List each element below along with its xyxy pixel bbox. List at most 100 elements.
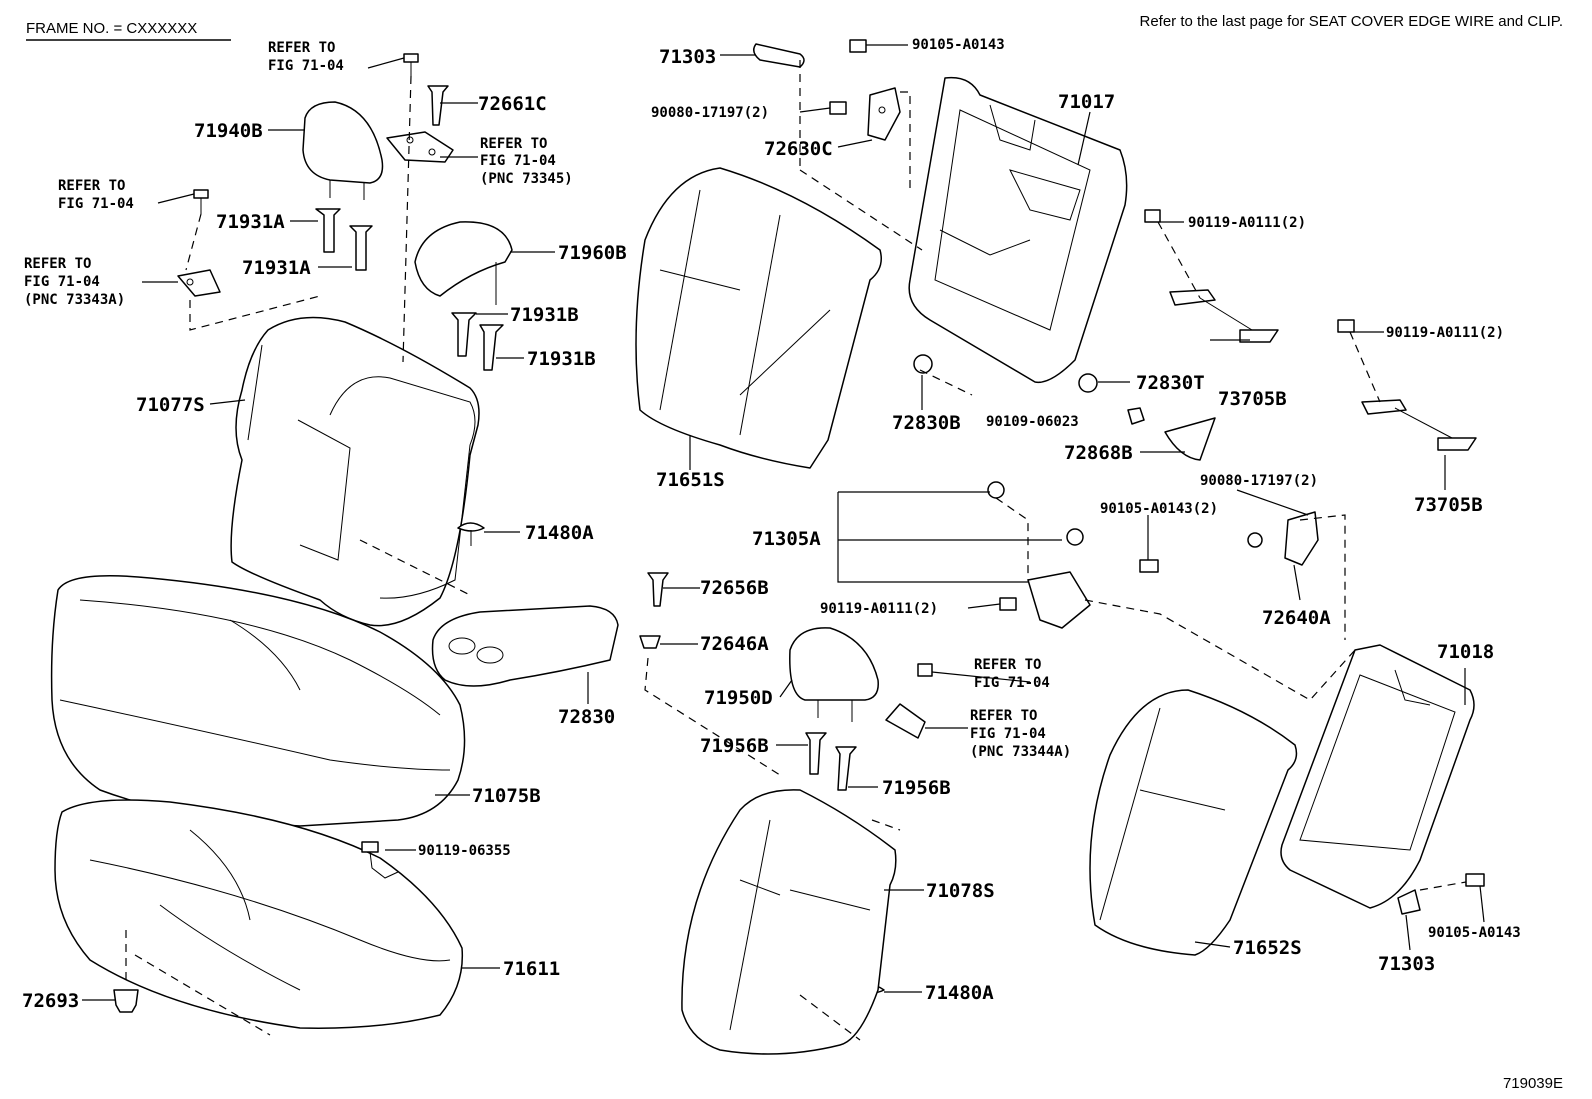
bracket-71303-bottom bbox=[1397, 889, 1421, 915]
part-label: 71305A bbox=[752, 528, 821, 550]
part-label: 72646A bbox=[700, 633, 769, 655]
bolt-icon bbox=[193, 53, 419, 214]
part-label: 71303 bbox=[659, 46, 716, 68]
refer-label: FIG 71-04 bbox=[970, 726, 1046, 742]
part-label: 71960B bbox=[558, 242, 627, 264]
cushion-pad-71611 bbox=[54, 799, 464, 1029]
part-label: 71652S bbox=[1233, 937, 1302, 959]
refer-label: REFER TO bbox=[974, 657, 1041, 673]
headrest-71940b bbox=[302, 101, 384, 200]
part-label: 90119-A0111(2) bbox=[1386, 325, 1504, 341]
part-label: 72830B bbox=[892, 412, 961, 434]
part-label: 72693 bbox=[22, 990, 79, 1012]
refer-label: FIG 71-04 bbox=[480, 153, 556, 169]
part-label: 71077S bbox=[136, 394, 205, 416]
refer-label: FIG 71-04 bbox=[24, 274, 100, 290]
refer-label: REFER TO bbox=[268, 40, 335, 56]
refer-label: FIG 71-04 bbox=[58, 196, 134, 212]
refer-label: FIG 71-04 bbox=[268, 58, 344, 74]
refer-label: (PNC 73344A) bbox=[970, 744, 1071, 760]
part-label: 72830 bbox=[558, 706, 615, 728]
figure-id: 719039E bbox=[1503, 1075, 1563, 1092]
pin-72661c bbox=[427, 85, 449, 126]
nut-icon bbox=[913, 354, 1263, 548]
seatback-cover-71651s bbox=[635, 167, 882, 469]
hinge-72640a bbox=[1284, 511, 1319, 566]
seatback-cover-71652s bbox=[1089, 689, 1298, 956]
bracket-73343a bbox=[177, 269, 221, 297]
refer-label: REFER TO bbox=[24, 256, 91, 272]
bracket-73345 bbox=[386, 131, 454, 163]
part-label: 71950D bbox=[704, 687, 773, 709]
bracket-73344a bbox=[885, 703, 926, 739]
part-label: 71956B bbox=[700, 735, 769, 757]
bracket-71303-top bbox=[753, 43, 805, 68]
part-label: 72656B bbox=[700, 577, 769, 599]
part-label: 71480A bbox=[925, 982, 994, 1004]
part-label: 90080-17197(2) bbox=[1200, 473, 1318, 489]
part-label: 90119-A0111(2) bbox=[1188, 215, 1306, 231]
frame-number-note: FRAME NO. = CXXXXXX bbox=[26, 20, 197, 37]
part-label: 90105-A0143(2) bbox=[1100, 501, 1218, 517]
part-label: 71075B bbox=[472, 785, 541, 807]
seatback-cover-71077s bbox=[230, 316, 480, 627]
leader-lines bbox=[82, 44, 1485, 1001]
refer-labels: REFER TO FIG 71-04 REFER TO FIG 71-04 (P… bbox=[24, 40, 1071, 760]
part-label: 71940B bbox=[194, 120, 263, 142]
bracket-73705b-lower bbox=[1361, 399, 1477, 451]
part-label: 72630C bbox=[764, 138, 833, 160]
part-label: 71931A bbox=[242, 257, 311, 279]
part-label: 72868B bbox=[1064, 442, 1133, 464]
clip-72646a bbox=[639, 635, 661, 649]
part-label: 71931B bbox=[527, 348, 596, 370]
hinge-72630c bbox=[867, 87, 901, 141]
pin-72656b bbox=[647, 572, 669, 607]
cover-72868b bbox=[1164, 417, 1216, 461]
part-label: 71651S bbox=[656, 469, 725, 491]
part-label: 73705B bbox=[1218, 388, 1287, 410]
part-label: 71017 bbox=[1058, 91, 1115, 113]
guide-71931a bbox=[315, 208, 373, 271]
part-label: 72661C bbox=[478, 93, 547, 115]
part-label: 90119-A0111(2) bbox=[820, 601, 938, 617]
part-label: 72830T bbox=[1136, 372, 1205, 394]
part-label: 71931B bbox=[510, 304, 579, 326]
headrest-71960b bbox=[414, 221, 513, 305]
part-label: 71956B bbox=[882, 777, 951, 799]
part-label: 90105-A0143 bbox=[912, 37, 1005, 53]
part-label: 71931A bbox=[216, 211, 285, 233]
part-label: 71611 bbox=[503, 958, 560, 980]
part-label: 71480A bbox=[525, 522, 594, 544]
hinge-bracket-71305a bbox=[1027, 571, 1091, 629]
edge-wire-note: Refer to the last page for SEAT COVER ED… bbox=[1139, 13, 1563, 30]
part-label: 71018 bbox=[1437, 641, 1494, 663]
guide-71956b bbox=[805, 732, 857, 791]
bolt-icon bbox=[829, 39, 1485, 887]
dashed-guides bbox=[125, 60, 1467, 1041]
part-labels: 71303 90105-A0143 90080-17197(2) 72630C … bbox=[22, 37, 1521, 1012]
hook-90119-06355 bbox=[361, 841, 399, 879]
part-label: 90105-A0143 bbox=[1428, 925, 1521, 941]
clip-72693 bbox=[113, 989, 139, 1013]
part-label: 90119-06355 bbox=[418, 843, 511, 859]
part-label: 90109-06023 bbox=[986, 414, 1079, 430]
part-label: 73705B bbox=[1414, 494, 1483, 516]
headrest-71950d bbox=[789, 627, 879, 722]
part-label: 72640A bbox=[1262, 607, 1331, 629]
part-label: 90080-17197(2) bbox=[651, 105, 769, 121]
seatback-frame-71017 bbox=[908, 76, 1128, 384]
part-label: 71078S bbox=[926, 880, 995, 902]
refer-label: REFER TO bbox=[58, 178, 125, 194]
refer-label: (PNC 73345) bbox=[480, 171, 573, 187]
cushion-cover-71075b bbox=[50, 574, 466, 827]
part-label: 71303 bbox=[1378, 953, 1435, 975]
bracket-73705b-upper bbox=[1169, 289, 1279, 343]
refer-label: REFER TO bbox=[480, 136, 547, 152]
refer-label: FIG 71-04 bbox=[974, 675, 1050, 691]
seatback-cover-71078s bbox=[681, 789, 897, 1055]
guide-71931b bbox=[451, 312, 504, 371]
refer-label: (PNC 73343A) bbox=[24, 292, 125, 308]
seatback-frame-71018 bbox=[1280, 644, 1475, 909]
armrest-72830 bbox=[431, 605, 619, 687]
